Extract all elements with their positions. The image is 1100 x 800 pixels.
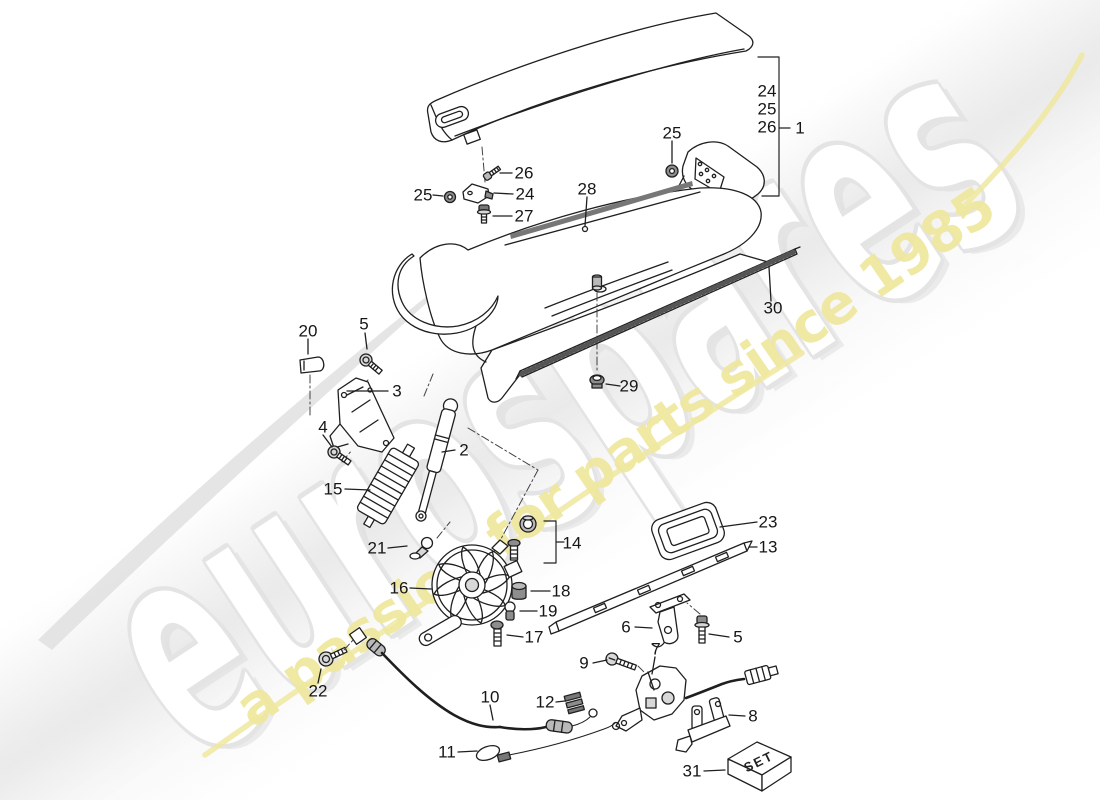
spoiler-wing xyxy=(426,12,754,183)
screw-22 xyxy=(318,638,355,667)
yellow-arc-lower xyxy=(202,350,805,758)
leader-lines xyxy=(307,140,772,772)
part-callout-3[interactable]: 3 xyxy=(392,381,402,401)
part-callout-9[interactable]: 9 xyxy=(579,653,589,673)
part-callout-6[interactable]: 6 xyxy=(621,617,631,637)
cooling-fan-16 xyxy=(418,539,523,647)
part-callout-14[interactable]: 14 xyxy=(562,533,582,553)
bracket-6 xyxy=(649,593,691,648)
fastener-set-14 xyxy=(467,427,565,579)
screw-4 xyxy=(327,445,352,466)
screw-17 xyxy=(490,620,504,647)
part-callout-11[interactable]: 11 xyxy=(438,742,456,762)
part-callout-8[interactable]: 8 xyxy=(748,706,758,726)
part-callout-19[interactable]: 19 xyxy=(538,601,558,621)
part-callout-10[interactable]: 10 xyxy=(480,687,500,707)
part-callout-25[interactable]: 25 xyxy=(662,123,682,143)
part-callout-29[interactable]: 29 xyxy=(619,376,639,396)
part-callout-31[interactable]: 31 xyxy=(682,761,702,781)
wing-mount-fasteners xyxy=(443,165,502,224)
bulb-19 xyxy=(504,601,516,621)
part-callout-23[interactable]: 23 xyxy=(758,512,778,532)
part-callout-20[interactable]: 20 xyxy=(298,321,318,341)
part-callout-21[interactable]: 21 xyxy=(367,538,387,558)
deck-lid xyxy=(391,181,769,403)
part-callout-17[interactable]: 17 xyxy=(524,627,544,647)
part-callout-16[interactable]: 16 xyxy=(389,578,409,598)
part-callout-27[interactable]: 27 xyxy=(514,206,534,226)
part-callout-4[interactable]: 4 xyxy=(318,417,328,437)
part-callout-12[interactable]: 12 xyxy=(535,692,555,712)
pull-wire-11 xyxy=(475,721,621,763)
seal-strip-30 xyxy=(515,246,801,380)
part-callout-7[interactable]: 7 xyxy=(651,639,661,659)
part-callout-26[interactable]: 26 xyxy=(757,117,777,137)
part-callout-22[interactable]: 22 xyxy=(308,681,328,701)
part-callout-26[interactable]: 26 xyxy=(514,163,534,183)
yellow-arc-upper xyxy=(955,52,1085,215)
part-callout-5[interactable]: 5 xyxy=(733,627,743,647)
part-callout-28[interactable]: 28 xyxy=(577,179,597,199)
part-callout-13[interactable]: 13 xyxy=(758,537,778,557)
clip-12 xyxy=(563,691,585,715)
part-callout-25[interactable]: 25 xyxy=(413,185,433,205)
control-module-15 xyxy=(356,443,420,529)
part-callout-24[interactable]: 24 xyxy=(515,184,535,204)
part-callout-5[interactable]: 5 xyxy=(359,314,369,334)
connector-plug xyxy=(744,664,779,686)
bracket-8 xyxy=(675,697,731,753)
part-callout-2[interactable]: 2 xyxy=(459,440,469,460)
part-callout-1[interactable]: 1 xyxy=(795,118,805,138)
screw-5-right xyxy=(686,602,710,644)
group-bracket-1 xyxy=(757,56,791,197)
ball-stud-21 xyxy=(409,536,434,560)
grommet-18 xyxy=(511,581,527,600)
strip-13 xyxy=(548,540,753,635)
hinge-bracket-3 xyxy=(299,353,395,466)
release-cable-10 xyxy=(348,626,598,734)
part-callout-15[interactable]: 15 xyxy=(323,479,343,499)
screw-5-upper xyxy=(359,353,383,375)
part-callout-25[interactable]: 25 xyxy=(757,99,777,119)
swoosh-tail xyxy=(38,253,482,650)
lock-7 xyxy=(615,664,779,732)
gasket-23 xyxy=(651,501,725,561)
set-box-31: SET xyxy=(727,741,792,792)
screw-9 xyxy=(605,652,637,671)
gas-strut-2 xyxy=(415,373,459,539)
part-callout-30[interactable]: 30 xyxy=(763,298,783,318)
part-callout-18[interactable]: 18 xyxy=(551,581,571,601)
part-callout-24[interactable]: 24 xyxy=(757,81,777,101)
